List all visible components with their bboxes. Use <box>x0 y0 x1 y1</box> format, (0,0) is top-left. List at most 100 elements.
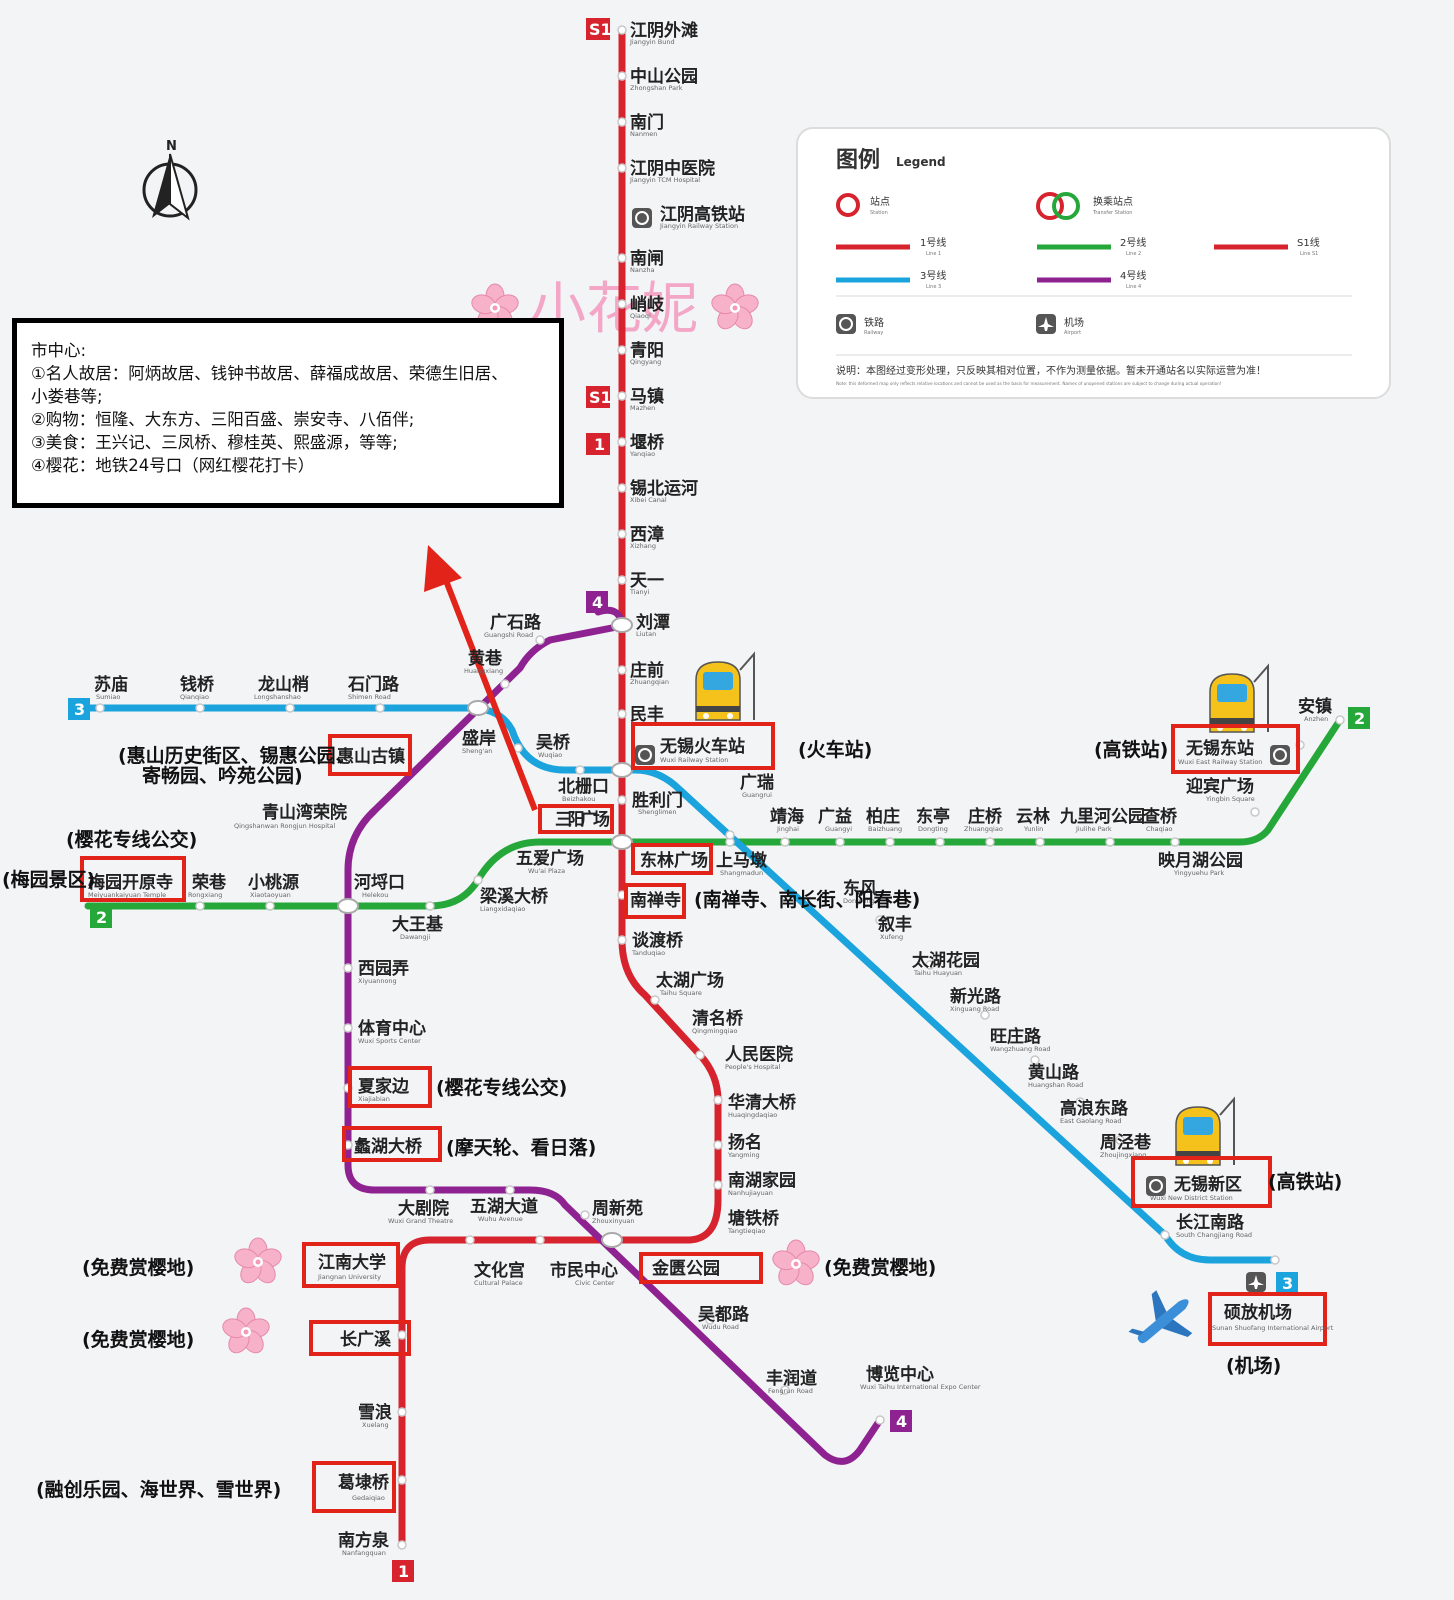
station-changguangxi[interactable]: 长广溪 <box>340 1329 392 1350</box>
station-nanchansi[interactable]: 南禅寺 <box>630 890 681 911</box>
station-name: 黄山路 <box>1028 1062 1080 1083</box>
station-sanyang[interactable]: 三阳广场 <box>555 809 610 830</box>
station-jinkuang[interactable]: 金匮公园 <box>651 1258 720 1279</box>
station-lihu[interactable]: 蠡湖大桥 <box>354 1136 423 1157</box>
railway-icon <box>1270 745 1290 765</box>
station-donglin[interactable]: 东林广场 <box>640 850 708 871</box>
station-name: 西园弄 <box>358 959 409 979</box>
station-name: 北栅口 <box>558 776 609 797</box>
station-minfeng[interactable]: 民丰 <box>630 704 664 725</box>
legend-railway: 铁路 <box>864 316 884 329</box>
station-name-en: Wuxi East Railway Station <box>1178 758 1262 766</box>
station-name-en: Gedaiqiao <box>352 1494 385 1502</box>
train-icon <box>695 653 755 721</box>
station-name-en: Shangmadun <box>720 869 763 877</box>
station-huishan[interactable]: 惠山古镇 <box>337 746 405 767</box>
station-name-en: Huangshan Road <box>1028 1081 1083 1089</box>
